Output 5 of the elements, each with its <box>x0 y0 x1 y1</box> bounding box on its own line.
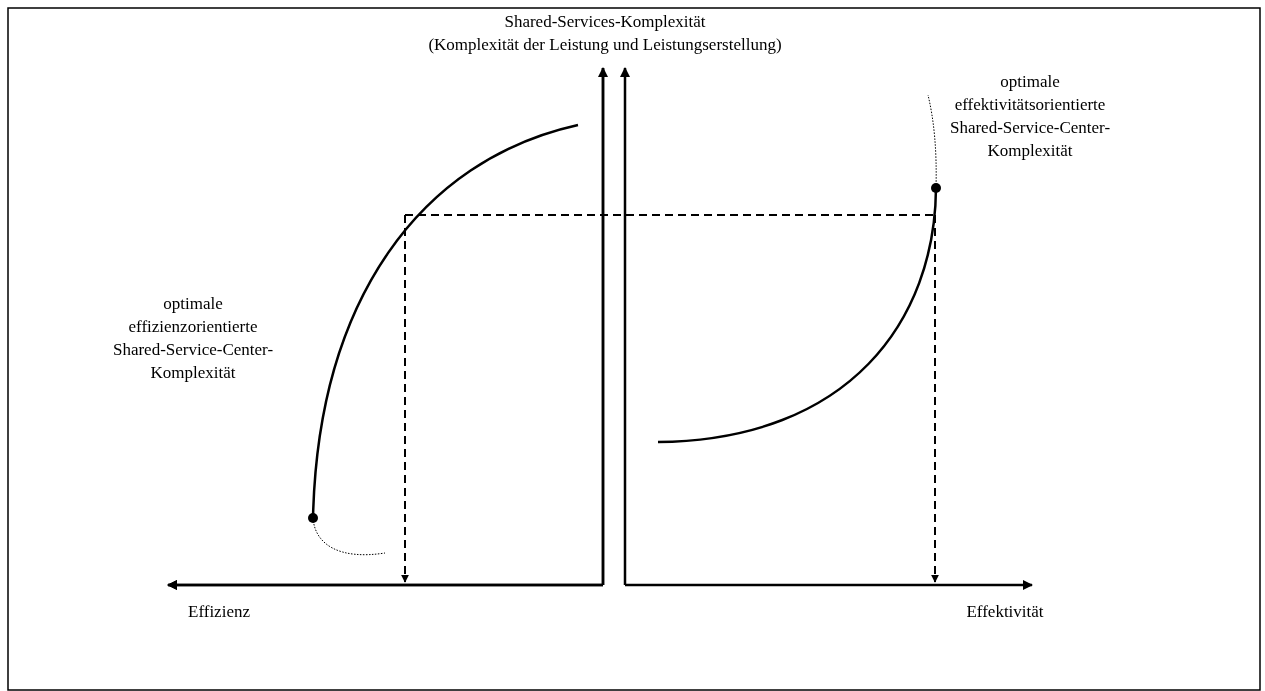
axis-label: Effektivität <box>965 601 1045 623</box>
curve-label: optimale effektivitätsorientierte Shared-Service-Center-Komplexität <box>948 71 1112 162</box>
curve-label: optimale effizienzorientierte Shared-Service-Center-Komplexität <box>111 293 275 384</box>
axis-title: Shared-Services-Komplexität (Komplexität der Leistung und Leistungserstellung) <box>427 11 783 56</box>
axis-label: Effizienz <box>188 601 251 623</box>
